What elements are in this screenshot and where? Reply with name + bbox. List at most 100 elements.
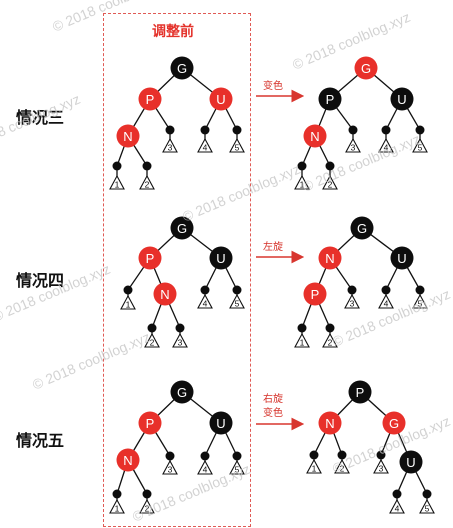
row1-before-subtree-2 (139, 174, 155, 190)
row3-after-nil-leaf (337, 450, 347, 460)
row3-after-subtree-label-5: 5 (425, 504, 430, 514)
row2-before-nil-leaf (175, 323, 185, 333)
row1-after-nil-leaf (348, 125, 358, 135)
row1-before-node-label-P: P (146, 92, 155, 107)
row1-after-subtree-2 (322, 174, 338, 190)
row3-before-nil-leaf (232, 451, 242, 461)
row3-after-nil-leaf (309, 450, 319, 460)
row3-before-subtree-label-4: 4 (203, 465, 208, 475)
row2-before-node-P (138, 246, 162, 270)
row2-after-subtree-1 (294, 332, 310, 348)
row1-before-node-G (170, 56, 194, 80)
case-three-action-label: 变色 (263, 81, 283, 92)
row2-before-subtree-label-1: 1 (126, 300, 131, 310)
case-three-label: 情况三 (16, 110, 65, 127)
row3-after-nil-leaf (422, 489, 432, 499)
row1-before-node-label-U: U (216, 92, 225, 107)
row2-after-subtree-label-3: 3 (350, 299, 355, 309)
row3-before-subtree-3 (162, 459, 178, 475)
row3-before-node-G (170, 380, 194, 404)
row2-before-subtree-1 (120, 294, 136, 310)
row2-before-subtree-label-5: 5 (235, 299, 240, 309)
row1-after-nil-leaf (415, 125, 425, 135)
row2-before-subtree-5 (229, 293, 245, 309)
row2-after-node-label-G: G (357, 221, 367, 236)
row2-after-node-N (318, 246, 342, 270)
row2-before-node-label-P: P (146, 251, 155, 266)
row1-after-subtree-label-5: 5 (418, 143, 423, 153)
row3-after-node-N (318, 411, 342, 435)
row1-before-nil-leaf (112, 161, 122, 171)
row2-after-node-P (303, 282, 327, 306)
row1-after-node-G (354, 56, 378, 80)
row3-before-subtree-4 (197, 459, 213, 475)
row1-before-subtree-label-3: 3 (168, 143, 173, 153)
row3-after-node-label-U: U (406, 455, 415, 470)
row3-before-subtree-2 (139, 498, 155, 514)
row3-before-nil-leaf (165, 451, 175, 461)
row2-after-subtree-4 (378, 293, 394, 309)
row1-after-node-P (318, 87, 342, 111)
row3-after-subtree-label-4: 4 (395, 504, 400, 514)
row1-before-subtree-label-4: 4 (203, 143, 208, 153)
row1-after-subtree-label-1: 1 (300, 180, 305, 190)
row1-after-node-label-G: G (361, 61, 371, 76)
row2-after-subtree-label-4: 4 (384, 299, 389, 309)
row3-before-subtree-5 (229, 459, 245, 475)
row3-after-subtree-label-1: 1 (312, 464, 317, 474)
row3-after-nil-leaf (392, 489, 402, 499)
row3-after-node-G (382, 411, 406, 435)
row2-after-nil-leaf (347, 285, 357, 295)
row2-after-node-label-U: U (397, 251, 406, 266)
row3-before-node-label-G: G (177, 385, 187, 400)
row1-before-subtree-label-5: 5 (235, 143, 240, 153)
row1-after-subtree-label-4: 4 (384, 143, 389, 153)
case-five-action-label-1: 右旋 (263, 394, 283, 405)
row2-after-subtree-label-2: 2 (328, 338, 333, 348)
row1-before-nil-leaf (165, 125, 175, 135)
row1-before-nil-leaf (232, 125, 242, 135)
row3-before-nil-leaf (200, 451, 210, 461)
row2-after-node-label-N: N (325, 251, 334, 266)
row2-after-subtree-5 (412, 293, 428, 309)
case-five-label: 情况五 (16, 433, 65, 450)
row2-before-node-label-G: G (177, 221, 187, 236)
row2-after-subtree-2 (322, 332, 338, 348)
row1-after-subtree-label-2: 2 (328, 180, 333, 190)
row3-after-subtree-5 (419, 498, 435, 514)
row1-after-subtree-1 (294, 174, 310, 190)
row2-after-nil-leaf (325, 323, 335, 333)
row1-before-subtree-5 (229, 137, 245, 153)
row1-before-node-U (209, 87, 233, 111)
row1-before-nil-leaf (200, 125, 210, 135)
row3-after-node-U (399, 450, 423, 474)
row3-before-node-U (209, 411, 233, 435)
row2-before-node-U (209, 246, 233, 270)
row2-before-subtree-label-2: 2 (150, 338, 155, 348)
row3-after-subtree-3 (373, 458, 389, 474)
row3-before-subtree-label-2: 2 (145, 504, 150, 514)
row2-before-nil-leaf (200, 285, 210, 295)
row2-before-node-label-N: N (160, 287, 169, 302)
row2-before-subtree-4 (197, 293, 213, 309)
row1-after-node-label-U: U (397, 92, 406, 107)
row3-after-subtree-label-3: 3 (379, 464, 384, 474)
row3-before-subtree-label-5: 5 (235, 465, 240, 475)
row3-after-subtree-label-2: 2 (340, 464, 345, 474)
row3-before-subtree-label-3: 3 (168, 465, 173, 475)
row3-after-subtree-4 (389, 498, 405, 514)
row2-before-subtree-label-4: 4 (203, 299, 208, 309)
row2-before-nil-leaf (147, 323, 157, 333)
row2-before-subtree-label-3: 3 (178, 338, 183, 348)
row1-before-subtree-3 (162, 137, 178, 153)
row1-after-nil-leaf (297, 161, 307, 171)
row1-before-node-label-G: G (177, 61, 187, 76)
row2-after-subtree-label-1: 1 (300, 338, 305, 348)
row1-before-node-label-N: N (123, 129, 132, 144)
row3-before-nil-leaf (142, 489, 152, 499)
row1-after-subtree-3 (345, 137, 361, 153)
row1-after-nil-leaf (325, 161, 335, 171)
case-four-label: 情况四 (16, 273, 65, 290)
